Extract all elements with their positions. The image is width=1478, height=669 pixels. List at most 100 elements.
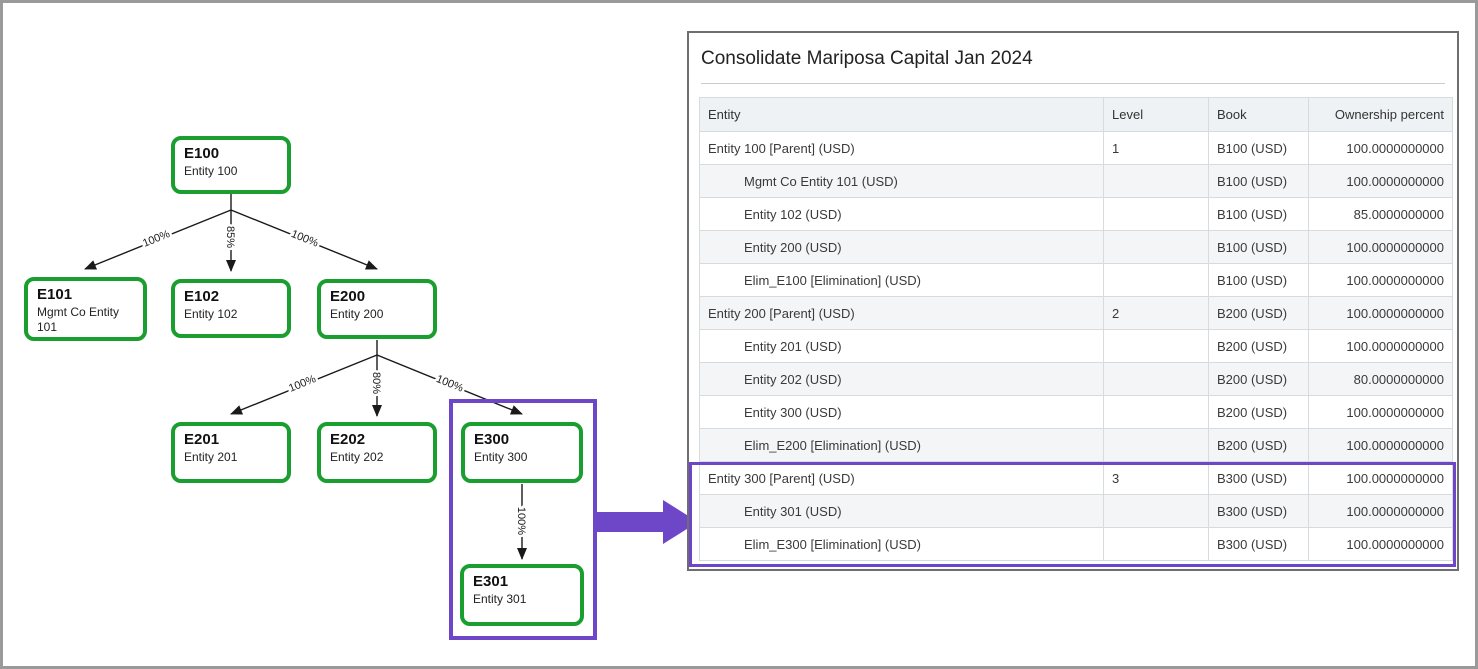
entity-cell: Elim_E100 [Elimination] (USD) [699,263,1104,297]
entity-cell: Entity 200 [Parent] (USD) [699,296,1104,330]
ownership-percent-cell: 100.0000000000 [1308,461,1453,495]
table-header-row: Entity Level Book Ownership percent [699,97,1453,132]
entity-cell: Entity 201 (USD) [699,329,1104,363]
node-e102[interactable]: E102 Entity 102 [171,279,291,338]
diagram-edges-layer: 100% 85% 100% 100% 80% 100% 100% [84,194,698,560]
book-cell: B100 (USD) [1208,164,1309,198]
header-book: Book [1208,97,1309,132]
node-e301[interactable]: E301 Entity 301 [460,564,584,626]
edge-label: 85% [224,226,236,248]
book-cell: B100 (USD) [1208,230,1309,264]
book-cell: B200 (USD) [1208,428,1309,462]
ownership-percent-cell: 100.0000000000 [1308,296,1453,330]
level-cell [1103,230,1209,264]
edge-e100-e200 [230,209,378,270]
level-cell: 2 [1103,296,1209,330]
book-cell: B300 (USD) [1208,494,1309,528]
diagram-highlight-frame [449,399,597,640]
annotation-arrow [595,500,698,544]
edge-e200-e201 [230,354,378,415]
table-row[interactable]: Entity 200 [Parent] (USD) 2 B200 (USD) 1… [699,296,1453,330]
entity-cell: Entity 102 (USD) [699,197,1104,231]
ownership-percent-cell: 80.0000000000 [1308,362,1453,396]
edge-label: 100% [287,373,318,395]
book-cell: B300 (USD) [1208,527,1309,561]
table-row[interactable]: Elim_E200 [Elimination] (USD) B200 (USD)… [699,428,1453,462]
table-row[interactable]: Elim_E300 [Elimination] (USD) B300 (USD)… [699,527,1453,561]
ownership-percent-cell: 100.0000000000 [1308,131,1453,165]
node-label: Entity 300 [474,450,528,465]
header-level: Level [1103,97,1209,132]
node-code: E100 [184,145,220,162]
ownership-percent-cell: 100.0000000000 [1308,494,1453,528]
node-label: Entity 102 [184,307,238,322]
node-e202[interactable]: E202 Entity 202 [317,422,437,483]
table-body: Entity 100 [Parent] (USD) 1 B100 (USD) 1… [699,131,1453,561]
level-cell [1103,197,1209,231]
header-ownership-percent: Ownership percent [1308,97,1453,132]
node-e201[interactable]: E201 Entity 201 [171,422,291,483]
ownership-percent-cell: 100.0000000000 [1308,230,1453,264]
consolidation-panel: Consolidate Mariposa Capital Jan 2024 En… [687,31,1459,571]
node-e200[interactable]: E200 Entity 200 [317,279,437,339]
consolidation-table: Entity Level Book Ownership percent Enti… [699,97,1453,561]
edge-label: 100% [141,228,172,250]
table-row[interactable]: Entity 202 (USD) B200 (USD) 80.000000000… [699,362,1453,396]
level-cell [1103,263,1209,297]
node-label: Entity 202 [330,450,384,465]
header-entity: Entity [699,97,1104,132]
ownership-percent-cell: 100.0000000000 [1308,395,1453,429]
node-code: E300 [474,431,510,448]
node-code: E102 [184,288,220,305]
ownership-percent-cell: 100.0000000000 [1308,329,1453,363]
edge-label: 80% [370,372,382,394]
entity-cell: Entity 100 [Parent] (USD) [699,131,1104,165]
table-row[interactable]: Entity 201 (USD) B200 (USD) 100.00000000… [699,329,1453,363]
node-e100[interactable]: E100 Entity 100 [171,136,291,194]
node-label: Entity 100 [184,164,238,179]
node-label: Entity 301 [473,592,527,607]
table-row[interactable]: Entity 300 (USD) B200 (USD) 100.00000000… [699,395,1453,429]
entity-cell: Mgmt Co Entity 101 (USD) [699,164,1104,198]
book-cell: B200 (USD) [1208,362,1309,396]
ownership-percent-cell: 85.0000000000 [1308,197,1453,231]
node-label: Entity 201 [184,450,238,465]
node-e101[interactable]: E101 Mgmt Co Entity 101 [24,277,147,341]
book-cell: B200 (USD) [1208,296,1309,330]
edge-e200-e300 [376,354,523,415]
entity-cell: Entity 300 [Parent] (USD) [699,461,1104,495]
edge-label: 100% [515,507,527,535]
entity-cell: Elim_E300 [Elimination] (USD) [699,527,1104,561]
edge-e100-e101 [84,209,232,270]
level-cell [1103,527,1209,561]
table-row[interactable]: Elim_E100 [Elimination] (USD) B100 (USD)… [699,263,1453,297]
table-row[interactable]: Entity 102 (USD) B100 (USD) 85.000000000… [699,197,1453,231]
table-row[interactable]: Entity 100 [Parent] (USD) 1 B100 (USD) 1… [699,131,1453,165]
book-cell: B200 (USD) [1208,329,1309,363]
node-code: E202 [330,431,366,448]
level-cell [1103,362,1209,396]
level-cell: 1 [1103,131,1209,165]
level-cell [1103,428,1209,462]
entity-cell: Entity 300 (USD) [699,395,1104,429]
panel-title: Consolidate Mariposa Capital Jan 2024 [701,48,1445,84]
book-cell: B300 (USD) [1208,461,1309,495]
entity-cell: Entity 202 (USD) [699,362,1104,396]
node-code: E301 [473,573,509,590]
ownership-percent-cell: 100.0000000000 [1308,527,1453,561]
entity-cell: Entity 301 (USD) [699,494,1104,528]
level-cell: 3 [1103,461,1209,495]
table-row[interactable]: Entity 300 [Parent] (USD) 3 B300 (USD) 1… [699,461,1453,495]
edge-label: 100% [434,373,465,395]
book-cell: B100 (USD) [1208,263,1309,297]
node-e300[interactable]: E300 Entity 300 [461,422,583,483]
entity-cell: Entity 200 (USD) [699,230,1104,264]
book-cell: B100 (USD) [1208,197,1309,231]
table-row[interactable]: Entity 301 (USD) B300 (USD) 100.00000000… [699,494,1453,528]
level-cell [1103,164,1209,198]
book-cell: B100 (USD) [1208,131,1309,165]
level-cell [1103,329,1209,363]
table-row[interactable]: Mgmt Co Entity 101 (USD) B100 (USD) 100.… [699,164,1453,198]
table-row[interactable]: Entity 200 (USD) B100 (USD) 100.00000000… [699,230,1453,264]
book-cell: B200 (USD) [1208,395,1309,429]
